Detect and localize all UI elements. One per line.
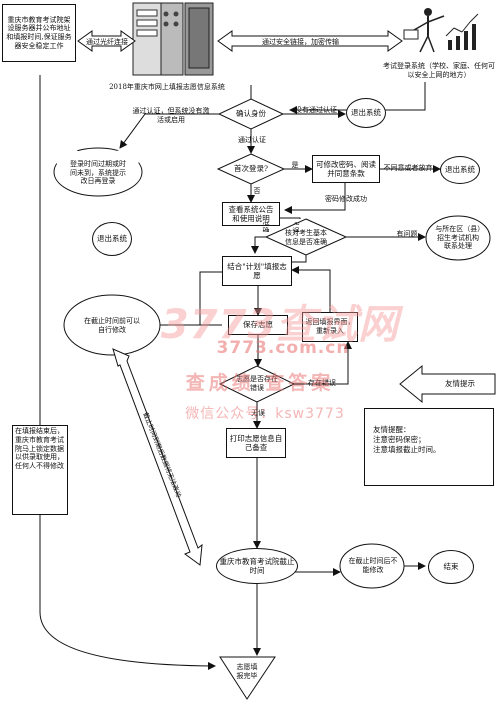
login-description: 考试登录系统（学校、家庭、任何可以安全上网的地方） [383, 62, 495, 79]
watermark-domain: 3773.com.cn [216, 338, 350, 358]
not-activated-label: 通过认证，但系统没有激活或启用 [132, 107, 210, 124]
yes-label: 是 [291, 160, 299, 169]
watermark-site: 3773查试网 [160, 302, 400, 348]
friendly-note: 友情提醒： 注意密码保密； 注意填报截止时间。 [364, 408, 494, 486]
exit-system-2: 退出系统 [92, 222, 132, 256]
note-line1: 注意密码保密； [373, 435, 426, 445]
fiber-link-arrow [77, 30, 136, 52]
first-login: 首次登录? [233, 164, 269, 174]
return-modify: 返回填报界面，重新录入 [302, 312, 358, 342]
timeout-cloud [53, 147, 143, 197]
view-announcement: 查看系统公告和使用说明 [222, 202, 280, 226]
secure-link-arrow [217, 30, 403, 52]
server-caption: 2018年重庆市网上填报志愿信息系统 [109, 82, 225, 91]
change-password: 可修改密码、阅读并同意条款 [312, 155, 380, 183]
not-authenticated-label: 没有通过认证 [295, 105, 337, 114]
confirm-identity: 确认身份 [236, 109, 266, 119]
diagonal-double-arrow [112, 348, 203, 566]
after-fill-note: 在填报结束后，重庆市教育考试院马上锁定数据以供录取使用，任何人不得修改 [12, 425, 68, 515]
save-volunteer: 保存志愿 [228, 315, 288, 335]
after-deadline-note: 在截止时间后不能修改 [348, 557, 398, 574]
no-label: 否 [253, 186, 261, 195]
note-line2: 注意填报截止时间。 [373, 445, 441, 455]
exit-system-1: 退出系统 [346, 98, 386, 128]
complete-node: 志愿填报完毕 [236, 663, 258, 680]
fiber-link-label: 通过光纤连接 [86, 38, 128, 46]
before-deadline-note: 在截止时间前可以自行修改 [84, 317, 140, 334]
end-node: 结束 [428, 550, 474, 584]
contact-office: 与所在区（县）招生考试机构联系处理 [435, 224, 481, 251]
watermark-line2: 微信公众号：ksw3773 [185, 406, 345, 422]
secure-link-label: 通过安全链接，加密传输 [262, 38, 339, 46]
fill-volunteer: 结合"计划"填报志愿 [222, 256, 292, 286]
timeout-info: 登录时间过期或时间未到，系统提示改日再登录 [70, 159, 126, 186]
contact-cloud [425, 215, 491, 261]
has-problem-label: 有问题 [396, 229, 418, 238]
inaccurate-label: 无误 [292, 222, 300, 232]
tip-arrow-label: 友情提示 [445, 379, 475, 389]
has-error-label: 存在错误 [308, 378, 336, 387]
tip-arrow [399, 364, 496, 404]
exit-system-3: 退出系统 [440, 156, 480, 184]
server-illustration [132, 2, 214, 76]
note-title: 友情提醒： [373, 425, 411, 434]
deadline-node: 重庆市教育考试院截止时间 [216, 548, 298, 584]
complete-triangle [219, 656, 276, 700]
accurate-label: 准确 [262, 222, 270, 232]
disagree-label: 不同意或者放弃 [383, 163, 433, 172]
print-info: 打印志愿信息自己备查 [226, 428, 286, 458]
authenticated-label: 通过认证 [238, 135, 266, 144]
password-success-label: 密码修改成功 [325, 194, 367, 203]
watermark-line1: 查成绩 查答案 [185, 372, 335, 394]
no-error-label: 无误 [251, 408, 265, 417]
user-illustration [403, 8, 479, 53]
error-check: 志愿是否存在错误 [236, 375, 278, 392]
check-info: 核对考生基本信息是否准确 [285, 229, 327, 246]
server-description: 重庆市教育考试院架设服务器并公布地址和填报时间,保证服务器安全稳定工作 [2, 4, 76, 62]
